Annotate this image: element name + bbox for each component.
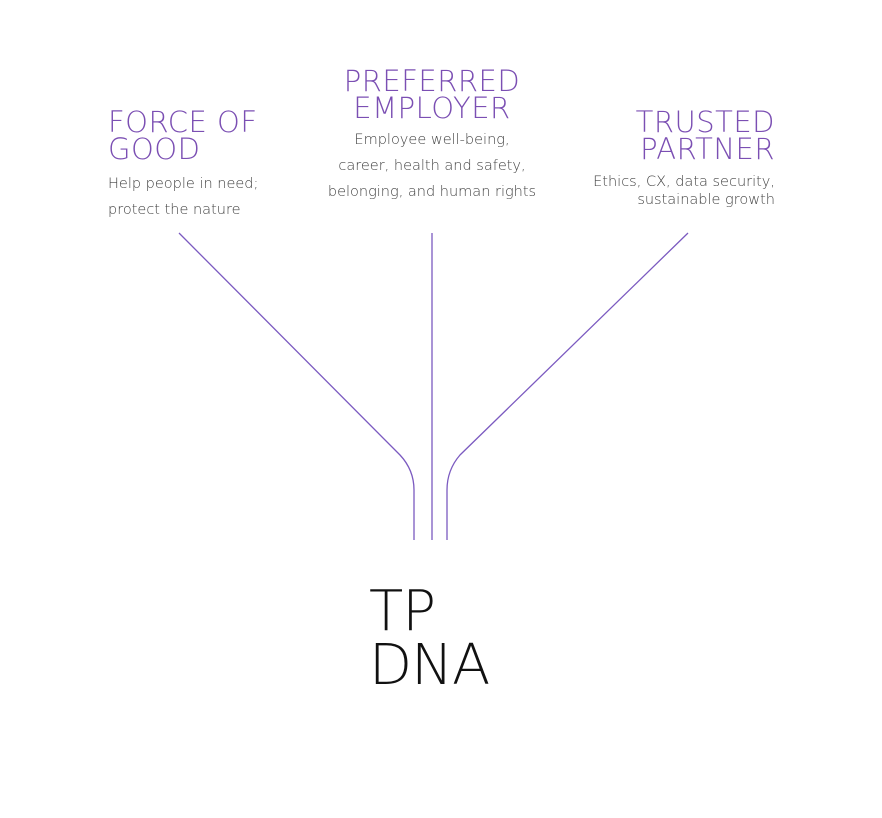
pillar-description: Help people in need; protect the nature xyxy=(108,171,258,223)
pillar-title: TRUSTED PARTNER xyxy=(593,105,775,166)
center-label-line: DNA xyxy=(369,633,490,698)
title-line: PARTNER xyxy=(640,132,775,166)
pillar-description: Ethics, CX, data security, sustainable g… xyxy=(593,173,775,209)
desc-line: sustainable growth xyxy=(637,192,775,208)
center-label-line: TP xyxy=(369,579,436,644)
tp-dna-label: TP DNA xyxy=(369,579,490,698)
title-line: TRUSTED xyxy=(635,105,775,139)
pillar-title: PREFERRED EMPLOYER xyxy=(310,64,554,125)
desc-line: Ethics, CX, data security, xyxy=(593,174,775,190)
title-line: EMPLOYER xyxy=(353,91,511,125)
pillar-trusted-partner: TRUSTED PARTNER Ethics, CX, data securit… xyxy=(593,105,775,209)
pillar-preferred-employer: PREFERRED EMPLOYER Employee well-being, … xyxy=(310,64,554,205)
desc-line: protect the nature xyxy=(108,202,241,218)
title-line: FORCE OF xyxy=(108,105,258,139)
title-line: PREFERRED xyxy=(343,64,521,98)
pillar-description: Employee well-being, career, health and … xyxy=(310,127,554,205)
title-line: GOOD xyxy=(108,132,201,166)
connector-right xyxy=(446,232,689,540)
connector-left xyxy=(178,232,415,540)
desc-line: belonging, and human rights xyxy=(327,184,537,200)
desc-line: Employee well-being, xyxy=(354,132,510,148)
pillar-title: FORCE OF GOOD xyxy=(108,105,258,166)
desc-line: Help people in need; xyxy=(108,176,259,192)
pillar-force-of-good: FORCE OF GOOD Help people in need; prote… xyxy=(108,105,258,223)
desc-line: career, health and safety, xyxy=(338,158,526,174)
